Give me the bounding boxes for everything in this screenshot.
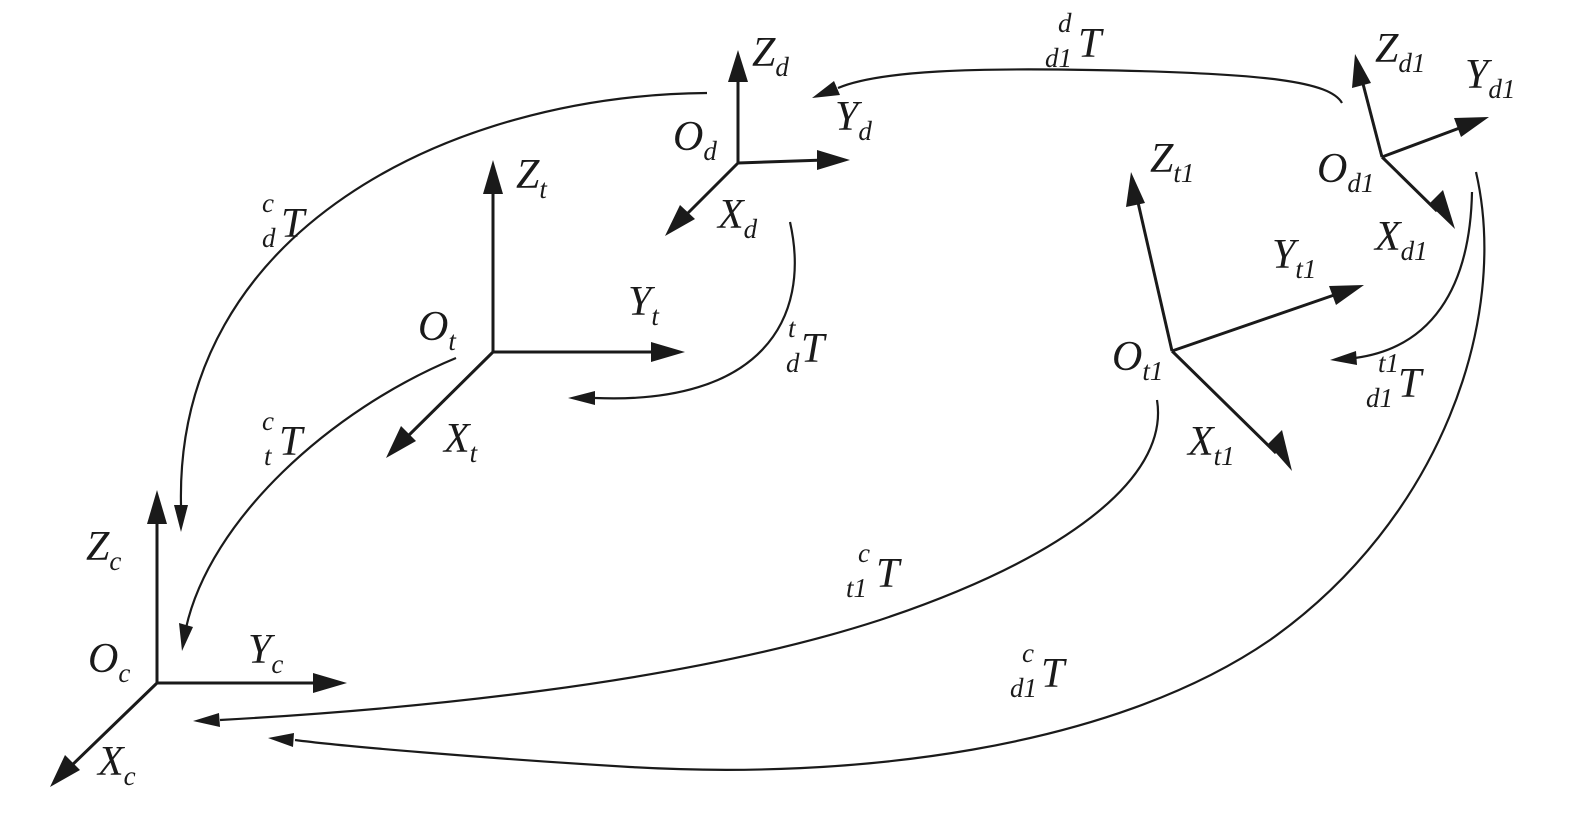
transform-d-to-t-curve: [594, 221, 796, 400]
axis-zd-arrowhead: [728, 50, 748, 82]
label-xd1: Xd1: [1373, 214, 1428, 266]
transform-d-to-c-arrowhead: [174, 505, 188, 532]
label-xt1: Xt1: [1186, 419, 1235, 471]
transform-d-to-c-curve: [179, 91, 708, 506]
axis-yt-arrowhead: [651, 342, 685, 362]
label-xd: Xd: [716, 192, 758, 244]
axis-zt1-line: [1135, 197, 1174, 352]
label-yc: Yc: [248, 627, 283, 679]
label-yt1: Yt1: [1272, 232, 1316, 284]
transform-d1-to-t1: t1 d1 T: [1330, 191, 1474, 413]
frame-t: Zt Ot Yt Xt: [386, 152, 685, 468]
transform-t1-to-c-curve: [219, 399, 1160, 722]
label-zt1: Zt1: [1150, 136, 1194, 188]
transform-t1-to-c: c t1 T: [193, 399, 1160, 727]
label-yd1: Yd1: [1465, 52, 1515, 104]
axis-zd1-line: [1360, 79, 1384, 158]
label-od1: Od1: [1317, 146, 1374, 198]
axis-xc-line: [66, 681, 159, 771]
transform-d-to-t: t d T: [568, 221, 827, 405]
label-zc: Zc: [86, 524, 121, 576]
label-yt: Yt: [628, 279, 660, 331]
transform-t1-to-c-arrowhead: [193, 713, 220, 727]
label-zd1: Zd1: [1375, 26, 1425, 78]
transform-t-to-c-arrowhead: [179, 623, 193, 651]
transform-t-to-c: c t T: [179, 356, 457, 651]
label-ot1: Ot1: [1112, 334, 1163, 386]
axis-zt1-arrowhead: [1126, 172, 1145, 207]
axis-xt1-arrowhead: [1268, 430, 1292, 471]
label-oc: Oc: [88, 636, 130, 688]
axis-zt-arrowhead: [483, 160, 503, 194]
axis-yt1-arrowhead: [1329, 285, 1364, 305]
transform-d-to-t-arrowhead: [568, 391, 595, 405]
label-transform-t-to-c: c t T: [262, 406, 305, 471]
axis-xt-line: [402, 350, 495, 442]
axis-zd1-arrowhead: [1352, 54, 1371, 88]
axis-zc-arrowhead: [147, 490, 167, 524]
label-ot: Ot: [418, 304, 457, 356]
frame-t1: Zt1 Ot1 Yt1 Xt1: [1112, 136, 1364, 471]
frame-d1: Zd1 Od1 Yd1 Xd1: [1317, 26, 1515, 266]
label-zd: Zd: [752, 30, 789, 82]
label-transform-d1-to-c: c d1 T: [1010, 638, 1067, 703]
label-transform-d1-to-t1: t1 d1 T: [1366, 348, 1424, 413]
label-xt: Xt: [442, 416, 479, 468]
axis-xd-arrowhead: [665, 205, 695, 236]
axis-yd-line: [737, 158, 826, 165]
axis-xd1-arrowhead: [1429, 190, 1455, 229]
label-transform-d-to-c: c d T: [262, 188, 307, 253]
transform-d1-to-c: c d1 T: [268, 171, 1486, 771]
axis-xt1-line: [1170, 349, 1278, 455]
axis-yt1-line: [1171, 291, 1341, 353]
transform-d1-to-t1-arrowhead: [1330, 351, 1357, 365]
label-yd: Yd: [835, 94, 872, 146]
frame-c: Zc Oc Yc Xc: [50, 490, 347, 791]
axis-xc-arrowhead: [50, 755, 80, 787]
label-transform-d1-to-d: d d1 T: [1045, 8, 1104, 73]
axis-xd-line: [680, 161, 740, 221]
transform-d1-to-d-arrowhead: [812, 81, 840, 98]
axis-yc-arrowhead: [313, 673, 347, 693]
transform-d1-to-t1-curve: [1354, 191, 1474, 360]
transform-d1-to-c-curve: [294, 171, 1486, 771]
label-transform-t1-to-c: c t1 T: [846, 538, 902, 603]
transform-t-to-c-curve: [184, 356, 457, 629]
transform-d1-to-d: d d1 T: [812, 8, 1343, 104]
transform-d-to-c: c d T: [174, 91, 708, 532]
frame-d: Zd Od Yd Xd: [665, 30, 872, 244]
axis-yd1-line: [1381, 124, 1466, 159]
label-xc: Xc: [96, 739, 136, 791]
axis-yd-arrowhead: [817, 150, 850, 170]
axis-yd1-arrowhead: [1454, 117, 1489, 137]
transform-d1-to-d-curve: [837, 68, 1343, 104]
axis-xt-arrowhead: [386, 426, 416, 458]
transform-d1-to-c-arrowhead: [268, 733, 294, 747]
label-transform-d-to-t: t d T: [786, 313, 827, 378]
label-zt: Zt: [516, 152, 548, 204]
label-od: Od: [673, 114, 717, 166]
axis-xd1-line: [1380, 155, 1439, 213]
